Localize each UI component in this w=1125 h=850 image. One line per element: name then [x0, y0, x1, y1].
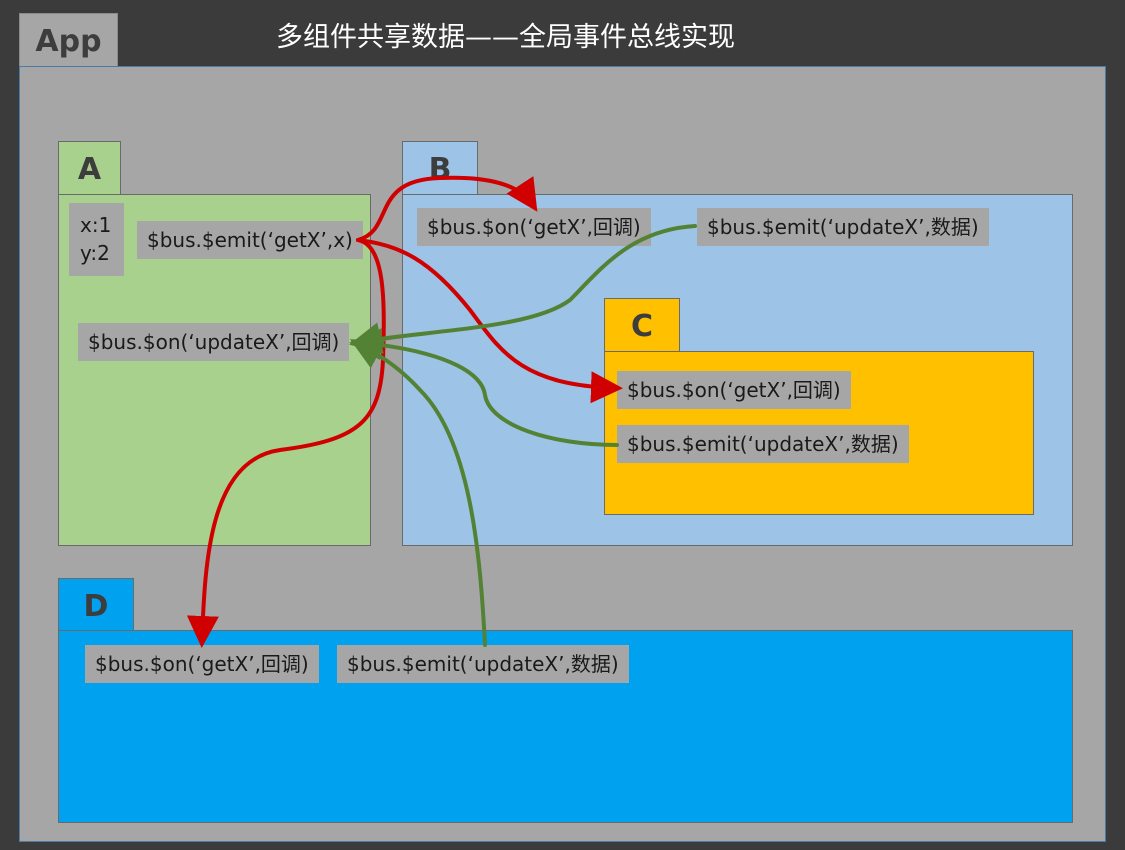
b-on-getx-label: $bus.$on(‘getX’,回调) [417, 208, 651, 246]
arrow-updatex-from-d [349, 339, 487, 647]
c-on-getx-label: $bus.$on(‘getX’,回调) [617, 371, 851, 409]
component-a-state: x:1 y:2 [69, 203, 124, 276]
app-tab: App [19, 13, 118, 67]
d-on-getx-label: $bus.$on(‘getX’,回调) [85, 645, 319, 683]
component-d-tab: D [58, 578, 134, 632]
a-on-updatex-label: $bus.$on(‘updateX’,回调) [78, 323, 350, 361]
arrow-updatex-from-b [349, 224, 697, 354]
d-emit-updatex-label: $bus.$emit(‘updateX’,数据) [337, 645, 629, 683]
diagram-title: 多组件共享数据——全局事件总线实现 [276, 22, 735, 53]
state-y: y:2 [80, 241, 110, 265]
arrow-getx-to-b [356, 175, 538, 242]
c-emit-updatex-label: $bus.$emit(‘updateX’,数据) [617, 425, 909, 463]
arrow-updatex-from-c [349, 328, 619, 447]
arrow-getx-to-c [356, 238, 623, 404]
arrow-getx-to-d [186, 238, 386, 648]
b-emit-updatex-label: $bus.$emit(‘updateX’,数据) [697, 208, 989, 246]
state-x: x:1 [80, 213, 112, 237]
component-c-tab: C [604, 298, 680, 352]
component-a-tab: A [58, 141, 121, 195]
a-emit-getx-label: $bus.$emit(‘getX’,x) [137, 221, 363, 259]
